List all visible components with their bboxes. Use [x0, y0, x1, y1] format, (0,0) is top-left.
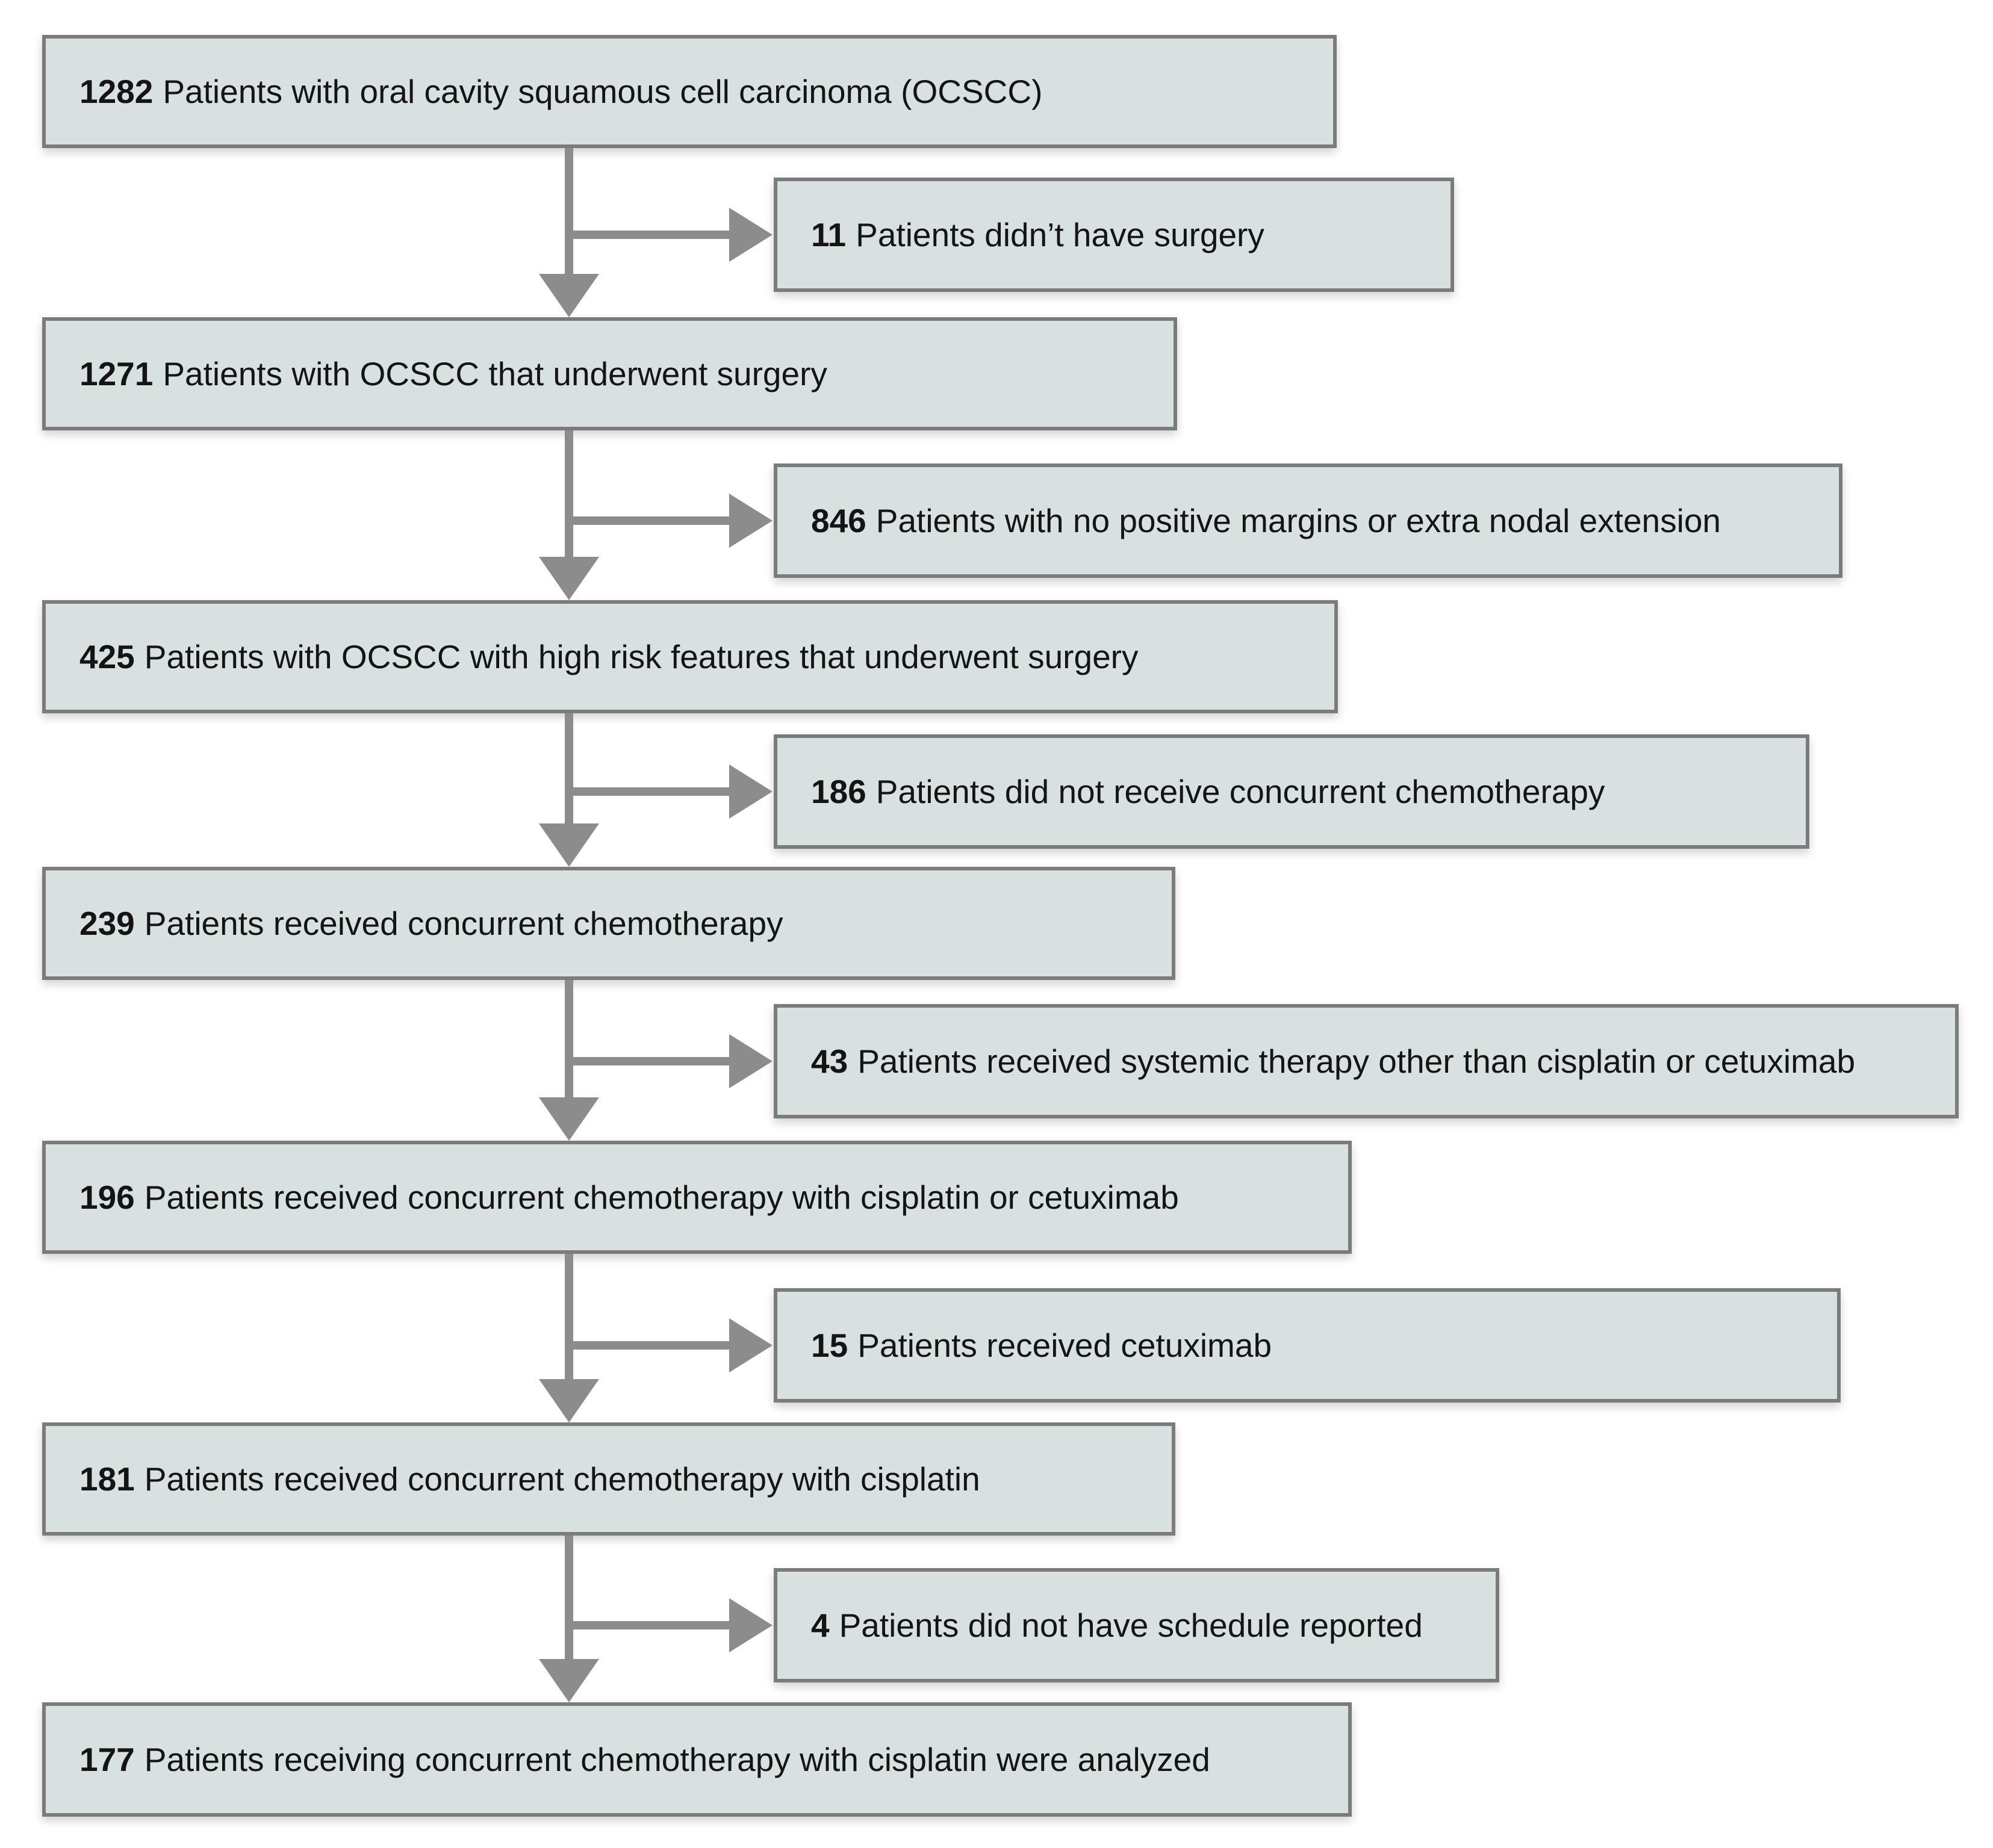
down-arrowhead-5 [539, 1379, 599, 1422]
down-arrow-line-3 [565, 713, 573, 825]
flow-step-box-1: 1282 Patients with oral cavity squamous … [42, 35, 1337, 148]
right-arrowhead-2 [729, 494, 773, 548]
flow-step-box-3: 425 Patients with OCSCC with high risk f… [42, 600, 1338, 713]
exclusion-text: Patients received cetuximab [857, 1326, 1272, 1364]
exclusion-branch-line-5 [565, 1341, 732, 1350]
down-arrowhead-1 [539, 274, 599, 317]
step-text: Patients with OCSCC that underwent surge… [163, 355, 827, 392]
down-arrowhead-4 [539, 1097, 599, 1141]
exclusion-box-1: 11 Patients didn’t have surgery [774, 178, 1454, 292]
right-arrowhead-5 [729, 1318, 773, 1372]
exclusion-branch-line-4 [565, 1057, 732, 1065]
down-arrow-line-6 [565, 1536, 573, 1660]
exclusion-text: Patients did not receive concurrent chem… [875, 772, 1605, 810]
step-count: 196 [79, 1178, 135, 1216]
step-count: 425 [79, 637, 135, 675]
flow-step-box-7: 177 Patients receiving concurrent chemot… [42, 1702, 1352, 1817]
step-text: Patients received concurrent chemotherap… [144, 1460, 980, 1498]
exclusion-count: 43 [811, 1042, 848, 1080]
down-arrowhead-3 [539, 823, 599, 867]
right-arrowhead-3 [729, 764, 773, 819]
exclusion-branch-line-1 [565, 231, 732, 239]
step-count: 239 [79, 904, 135, 942]
flow-step-box-4: 239 Patients received concurrent chemoth… [42, 867, 1175, 980]
down-arrow-line-4 [565, 980, 573, 1099]
step-text: Patients received concurrent chemotherap… [144, 1178, 1179, 1216]
down-arrow-line-2 [565, 430, 573, 558]
flow-step-box-2: 1271 Patients with OCSCC that underwent … [42, 317, 1177, 430]
exclusion-box-6: 4 Patients did not have schedule reporte… [774, 1568, 1499, 1682]
flow-step-box-5: 196 Patients received concurrent chemoth… [42, 1141, 1352, 1254]
step-count: 1282 [79, 72, 154, 110]
step-count: 177 [79, 1740, 135, 1778]
down-arrowhead-6 [539, 1659, 599, 1702]
exclusion-text: Patients with no positive margins or ext… [875, 501, 1721, 539]
exclusion-text: Patients did not have schedule reported [839, 1606, 1423, 1644]
right-arrowhead-4 [729, 1034, 773, 1088]
exclusion-count: 15 [811, 1326, 848, 1364]
exclusion-box-3: 186 Patients did not receive concurrent … [774, 734, 1809, 849]
down-arrow-line-5 [565, 1254, 573, 1380]
exclusion-count: 11 [811, 215, 847, 253]
exclusion-count: 186 [811, 772, 866, 810]
step-text: Patients with OCSCC with high risk featu… [144, 637, 1139, 675]
right-arrowhead-6 [729, 1598, 773, 1652]
step-text: Patients received concurrent chemotherap… [144, 904, 783, 942]
right-arrowhead-1 [729, 208, 773, 262]
exclusion-text: Patients didn’t have surgery [856, 215, 1264, 253]
exclusion-branch-line-6 [565, 1621, 732, 1629]
exclusion-branch-line-2 [565, 516, 732, 525]
exclusion-branch-line-3 [565, 787, 732, 796]
step-text: Patients receiving concurrent chemothera… [144, 1740, 1210, 1778]
step-count: 1271 [79, 355, 154, 392]
exclusion-count: 846 [811, 501, 866, 539]
exclusion-box-2: 846 Patients with no positive margins or… [774, 464, 1842, 578]
exclusion-box-4: 43 Patients received systemic therapy ot… [774, 1004, 1959, 1118]
exclusion-count: 4 [811, 1606, 830, 1644]
step-text: Patients with oral cavity squamous cell … [163, 72, 1043, 110]
exclusion-text: Patients received systemic therapy other… [857, 1042, 1856, 1080]
step-count: 181 [79, 1460, 135, 1498]
exclusion-box-5: 15 Patients received cetuximab [774, 1288, 1841, 1403]
down-arrowhead-2 [539, 557, 599, 600]
flow-step-box-6: 181 Patients received concurrent chemoth… [42, 1422, 1175, 1536]
down-arrow-line-1 [565, 148, 573, 277]
